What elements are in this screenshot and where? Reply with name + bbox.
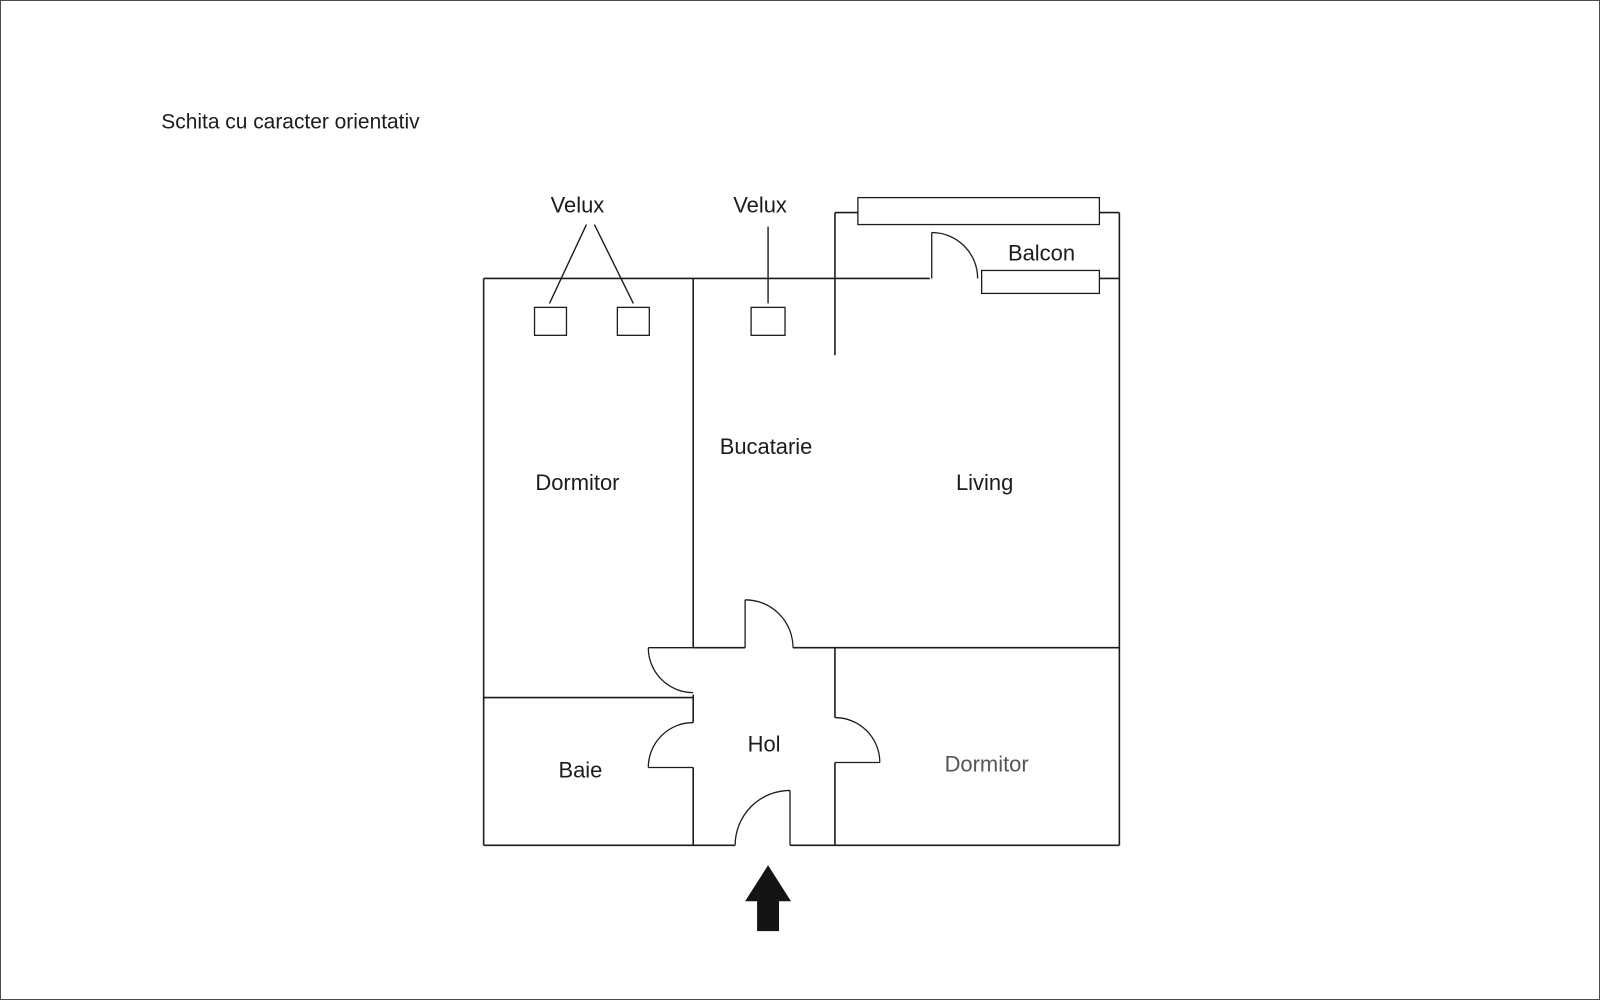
velux-window-icon: [616, 306, 650, 336]
room-label-baie: Baie: [558, 757, 602, 782]
door-balcon: [931, 231, 979, 279]
room-label-bucatarie: Bucatarie: [720, 434, 813, 459]
velux-right-label: Velux: [733, 193, 787, 218]
room-label-balcon: Balcon: [1008, 240, 1075, 265]
velux-left-pointer-lines: [548, 224, 634, 304]
velux-windows: [533, 224, 786, 336]
door-baie: [647, 721, 694, 769]
door-dormitor-left: [647, 647, 694, 694]
doors: [647, 231, 979, 846]
apartment-outline: [482, 211, 1121, 847]
room-label-dormitor-left: Dormitor: [535, 470, 619, 495]
interior-walls: [483, 278, 1120, 846]
balcony-window-top-icon: [857, 196, 1101, 226]
velux-left-label: Velux: [551, 193, 605, 218]
balcony-window-inner-icon: [980, 269, 1101, 295]
door-entrance: [734, 789, 791, 846]
velux-window-icon: [750, 306, 786, 336]
door-dormitor-right: [834, 716, 881, 764]
room-label-hol: Hol: [748, 731, 781, 756]
velux-window-icon: [533, 306, 568, 336]
door-bucatarie-hol: [744, 599, 794, 648]
balcony-windows: [857, 196, 1101, 295]
page-title: Schita cu caracter orientativ: [161, 111, 420, 134]
entrance-arrow-icon: [745, 865, 792, 932]
room-label-dormitor-right: Dormitor: [945, 751, 1029, 776]
room-label-living: Living: [956, 470, 1013, 495]
